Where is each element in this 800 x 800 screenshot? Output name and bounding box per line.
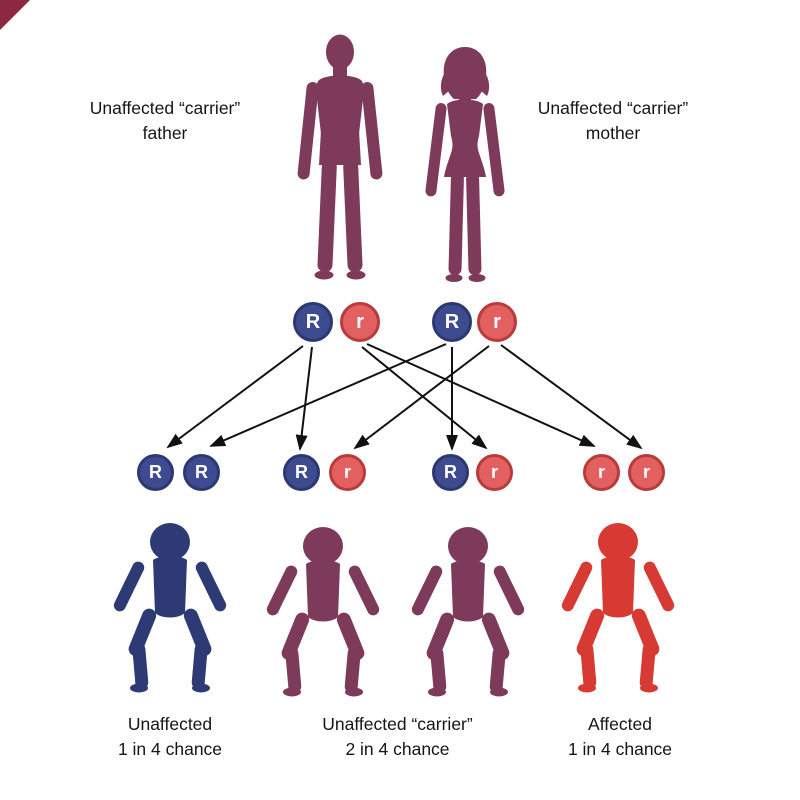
mother-allele-recessive: r [477, 302, 517, 342]
child3-allele-2: r [476, 454, 513, 491]
child1-allele-1: R [137, 454, 174, 491]
child4-allele-1: r [583, 454, 620, 491]
father-allele-recessive: r [340, 302, 380, 342]
arrow-motherr-child2 [353, 345, 490, 450]
arrow-motherr-child4 [500, 344, 643, 450]
mother-label-line2: mother [585, 122, 641, 143]
baby-affected [559, 523, 677, 693]
baby-unaffected [111, 523, 229, 693]
arrow-fatherr-child3 [361, 346, 488, 450]
mother-label-line1: Unaffected “carrier” [537, 98, 689, 118]
baby-carrier-2 [409, 527, 527, 697]
outcome-affected-label: Affected 1 in 4 chance [535, 712, 705, 761]
outcome-unaffected-chance: 1 in 4 chance [117, 738, 223, 759]
father-label-line2: father [142, 122, 188, 143]
father-allele-dominant: R [293, 302, 333, 342]
mother-label: Unaffected “carrier” mother [508, 96, 718, 145]
father-label: Unaffected “carrier” father [60, 96, 270, 145]
child4-allele-2: r [628, 454, 665, 491]
outcome-carrier-label: Unaffected “carrier” 2 in 4 chance [280, 712, 515, 761]
outcome-carrier-name: Unaffected “carrier” [322, 714, 473, 734]
father-silhouette [297, 34, 383, 280]
arrow-fatherr-child4 [366, 343, 596, 447]
arrow-fatherR-child1 [166, 345, 304, 449]
child2-allele-1: R [283, 454, 320, 491]
corner-decoration [0, 0, 30, 30]
inheritance-arrows [166, 343, 643, 451]
outcome-carrier-chance: 2 in 4 chance [345, 738, 450, 759]
arrow-fatherR-child2 [295, 346, 313, 451]
mother-allele-dominant: R [432, 302, 472, 342]
mother-silhouette [425, 47, 505, 282]
outcome-unaffected-name: Unaffected [127, 714, 213, 734]
arrow-motherR-child1 [209, 343, 447, 447]
child1-allele-2: R [183, 454, 220, 491]
child3-allele-1: R [432, 454, 469, 491]
outcome-unaffected-label: Unaffected 1 in 4 chance [85, 712, 255, 761]
outcome-affected-name: Affected [588, 714, 652, 734]
father-label-line1: Unaffected “carrier” [89, 98, 241, 118]
outcome-affected-chance: 1 in 4 chance [567, 738, 673, 759]
child2-allele-2: r [329, 454, 366, 491]
baby-carrier-1 [264, 527, 382, 697]
